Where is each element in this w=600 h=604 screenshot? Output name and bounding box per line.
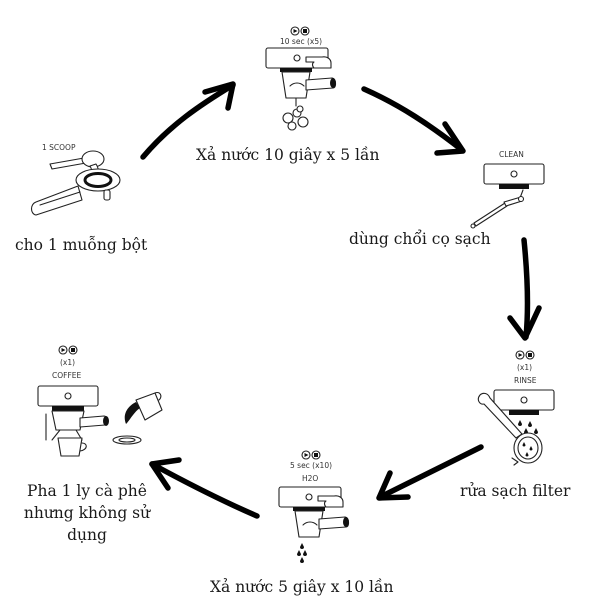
machine-head-icon (493, 389, 555, 415)
brush-icon (470, 189, 525, 229)
step-coffee-illustration: (x1) COFFEE (37, 345, 163, 457)
step-flush5-illustration: 5 sec (x10) H2O (278, 450, 350, 563)
scoop-label: 1 SCOOP (42, 143, 76, 152)
caption-coffee: Pha 1 ly cà phê nhưng không sử dụng (8, 480, 166, 546)
rinse-count: (x1) (517, 363, 532, 372)
play-stop-icon (290, 26, 310, 36)
cup-icon (57, 437, 87, 457)
portafilter-icon (30, 168, 121, 216)
arrow-rinse-to-flush5 (376, 444, 484, 501)
water-drops-icon (297, 543, 307, 563)
portafilter-icon (281, 71, 337, 99)
machine-head-icon (483, 163, 545, 189)
caption-scoop: cho 1 muỗng bột (15, 236, 148, 254)
play-stop-icon (301, 450, 321, 460)
portafilter-icon (294, 510, 350, 538)
arrow-scoop-to-flush10 (140, 81, 236, 160)
flow-arrows (140, 81, 542, 519)
machine-head-icon (278, 486, 344, 511)
flush10-label: 10 sec (x5) (280, 37, 322, 46)
machine-head-icon (37, 385, 99, 411)
coffee-count: (x1) (60, 358, 75, 367)
portafilter-icon (45, 410, 109, 441)
step-clean-illustration: CLEAN (470, 150, 545, 229)
step-flush10-illustration: 10 sec (x5) (265, 26, 337, 131)
flush5-sublabel: H2O (302, 474, 318, 483)
play-stop-icon (515, 350, 535, 360)
step-rinse-illustration: (x1) RINSE (477, 350, 555, 466)
arrow-flush5-to-coffee (149, 457, 260, 519)
rinse-label: RINSE (514, 376, 537, 385)
coffee-label: COFFEE (52, 371, 82, 380)
bubbles-icon (282, 97, 309, 131)
step-scoop-illustration: 1 SCOOP (30, 143, 121, 216)
caption-clean: dùng chổi cọ sạch (349, 230, 491, 248)
machine-head-icon (265, 47, 332, 72)
portafilter-icon (477, 392, 543, 466)
flush5-label: 5 sec (x10) (290, 461, 332, 470)
saucer-icon (112, 435, 142, 445)
arrow-flush10-to-clean (361, 86, 466, 156)
pitcher-icon (124, 392, 163, 424)
arrow-clean-to-rinse (507, 237, 542, 341)
caption-coffee-line-3: dụng (67, 526, 107, 544)
clean-label: CLEAN (499, 150, 524, 159)
caption-coffee-line-1: Pha 1 ly cà phê (27, 482, 147, 500)
caption-rinse: rửa sạch filter (460, 482, 571, 500)
caption-flush5: Xả nước 5 giây x 10 lần (210, 578, 394, 596)
play-stop-icon (58, 345, 78, 355)
caption-coffee-line-2: nhưng không sử (23, 504, 151, 522)
caption-flush10: Xả nước 10 giây x 5 lần (196, 146, 380, 164)
